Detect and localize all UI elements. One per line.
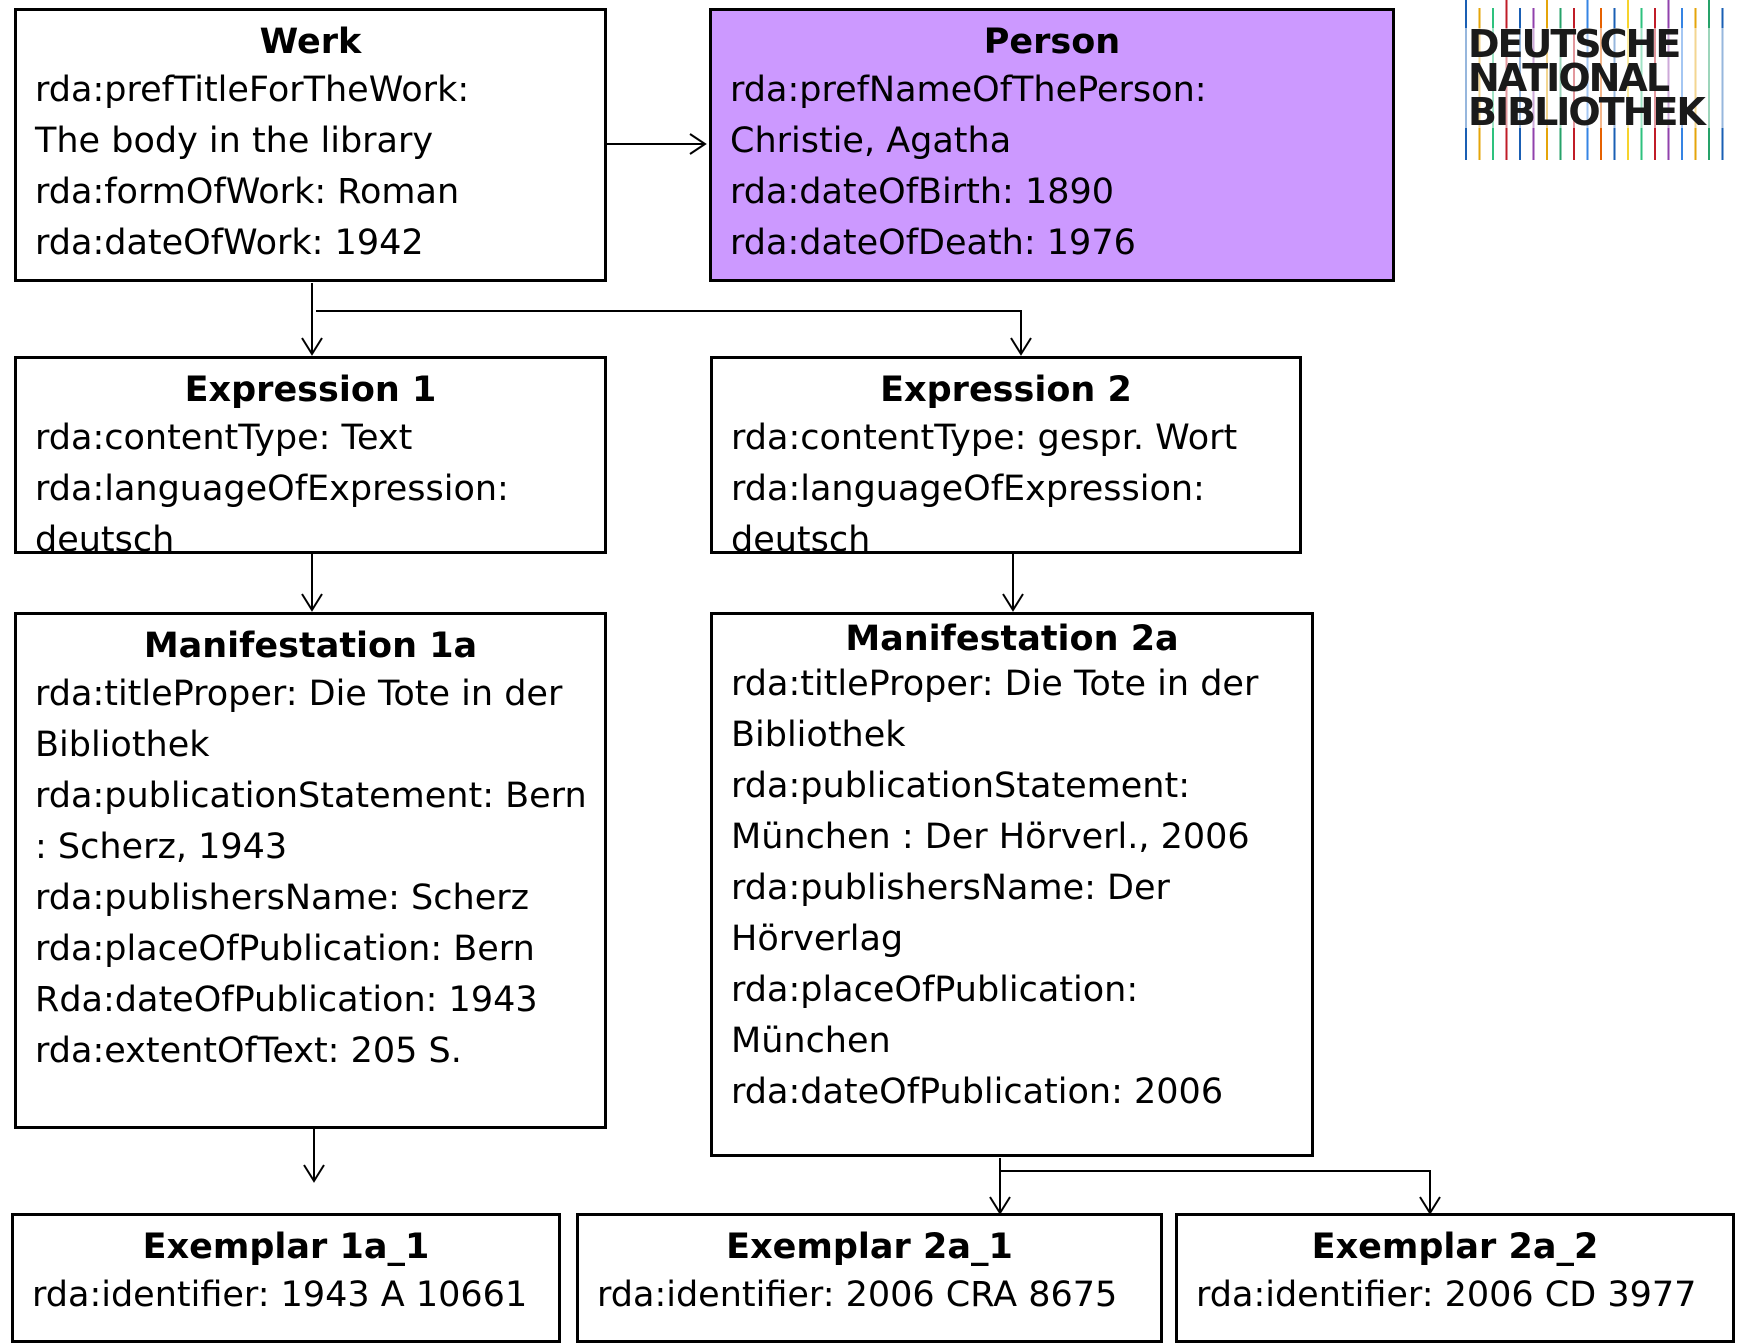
manifestation1a-line: Rda:dateOfPublication: 1943 (35, 980, 538, 1020)
manifestation2a-box: Manifestation 2a rda:titleProper: Die To… (710, 612, 1314, 1157)
manifestation2a-line: München : Der Hörverl., 2006 (731, 817, 1250, 857)
exemplar1a1-title: Exemplar 1a_1 (142, 1227, 430, 1267)
manifestation2a-line: rda:titleProper: Die Tote in der (731, 664, 1259, 704)
werk-box: Werk rda:prefTitleForTheWork: The body i… (14, 8, 607, 282)
manifestation2a-line: rda:placeOfPublication: (731, 970, 1139, 1010)
person-line: rda:dateOfDeath: 1976 (730, 223, 1136, 263)
werk-title: Werk (259, 22, 362, 62)
manifestation2a-line: Bibliothek (731, 715, 906, 755)
person-box: Person rda:prefNameOfThePerson: Christie… (709, 8, 1395, 282)
werk-line: The body in the library (35, 121, 434, 161)
expression2-line: rda:contentType: gespr. Wort (731, 418, 1238, 458)
exemplar2a1-line: rda:identifier: 2006 CRA 8675 (597, 1275, 1118, 1315)
exemplar1a1-box: Exemplar 1a_1 rda:identifier: 1943 A 106… (11, 1213, 561, 1343)
manifestation1a-line: rda:publicationStatement: Bern (35, 776, 587, 816)
manifestation2a-title: Manifestation 2a (845, 619, 1179, 659)
werk-line: rda:prefTitleForTheWork: (35, 70, 470, 110)
exemplar2a2-box: Exemplar 2a_2 rda:identifier: 2006 CD 39… (1175, 1213, 1735, 1343)
expression1-line: deutsch (35, 520, 175, 554)
expression1-line: rda:languageOfExpression: (35, 469, 509, 509)
manifestation2a-line: München (731, 1021, 891, 1061)
werk-line: rda:formOfWork: Roman (35, 172, 460, 212)
expression1-box: Expression 1 rda:contentType: Text rda:l… (14, 356, 607, 554)
manifestation1a-line: rda:placeOfPublication: Bern (35, 929, 535, 969)
exemplar2a1-title: Exemplar 2a_1 (726, 1227, 1013, 1267)
logo-word-1: DEUTSCHE (1468, 22, 1681, 66)
logo-word-2: NATIONAL (1468, 56, 1670, 100)
manifestation1a-line: rda:extentOfText: 205 S. (35, 1031, 462, 1071)
person-line: Christie, Agatha (730, 121, 1012, 161)
exemplar2a1-box: Exemplar 2a_1 rda:identifier: 2006 CRA 8… (576, 1213, 1163, 1343)
arrow-manifestation2a-exemplar2a2 (1000, 1170, 1431, 1213)
manifestation2a-line: rda:publishersName: Der (731, 868, 1170, 908)
expression2-title: Expression 2 (880, 370, 1132, 410)
arrow-werk-expression2 (316, 310, 1022, 354)
exemplar2a2-line: rda:identifier: 2006 CD 3977 (1196, 1275, 1697, 1315)
dnb-logo: DEUTSCHE NATIONAL BIBLIOTHEK (1462, 0, 1739, 165)
exemplar1a1-line: rda:identifier: 1943 A 10661 (32, 1275, 528, 1315)
logo-stripes-graphic (1462, 0, 1739, 160)
logo-text-band (1462, 28, 1739, 128)
expression2-box: Expression 2 rda:contentType: gespr. Wor… (710, 356, 1302, 554)
manifestation1a-line: : Scherz, 1943 (35, 827, 288, 867)
logo-word-3: BIBLIOTHEK (1468, 90, 1706, 134)
manifestation2a-line: Hörverlag (731, 919, 904, 959)
person-line: rda:prefNameOfThePerson: (730, 70, 1207, 110)
manifestation2a-line: rda:dateOfPublication: 2006 (731, 1072, 1224, 1112)
manifestation1a-box: Manifestation 1a rda:titleProper: Die To… (14, 612, 607, 1129)
manifestation2a-line: rda:publicationStatement: (731, 766, 1190, 806)
expression2-line: deutsch (731, 520, 871, 554)
person-line: rda:dateOfBirth: 1890 (730, 172, 1115, 212)
expression1-title: Expression 1 (184, 370, 437, 410)
manifestation1a-title: Manifestation 1a (143, 626, 478, 666)
manifestation1a-line: Bibliothek (35, 725, 210, 765)
expression2-line: rda:languageOfExpression: (731, 469, 1205, 509)
expression1-line: rda:contentType: Text (35, 418, 413, 458)
manifestation1a-line: rda:titleProper: Die Tote in der (35, 674, 563, 714)
exemplar2a2-title: Exemplar 2a_2 (1311, 1227, 1599, 1267)
manifestation1a-line: rda:publishersName: Scherz (35, 878, 529, 918)
werk-line: rda:dateOfWork: 1942 (35, 223, 424, 263)
person-title: Person (983, 22, 1121, 62)
